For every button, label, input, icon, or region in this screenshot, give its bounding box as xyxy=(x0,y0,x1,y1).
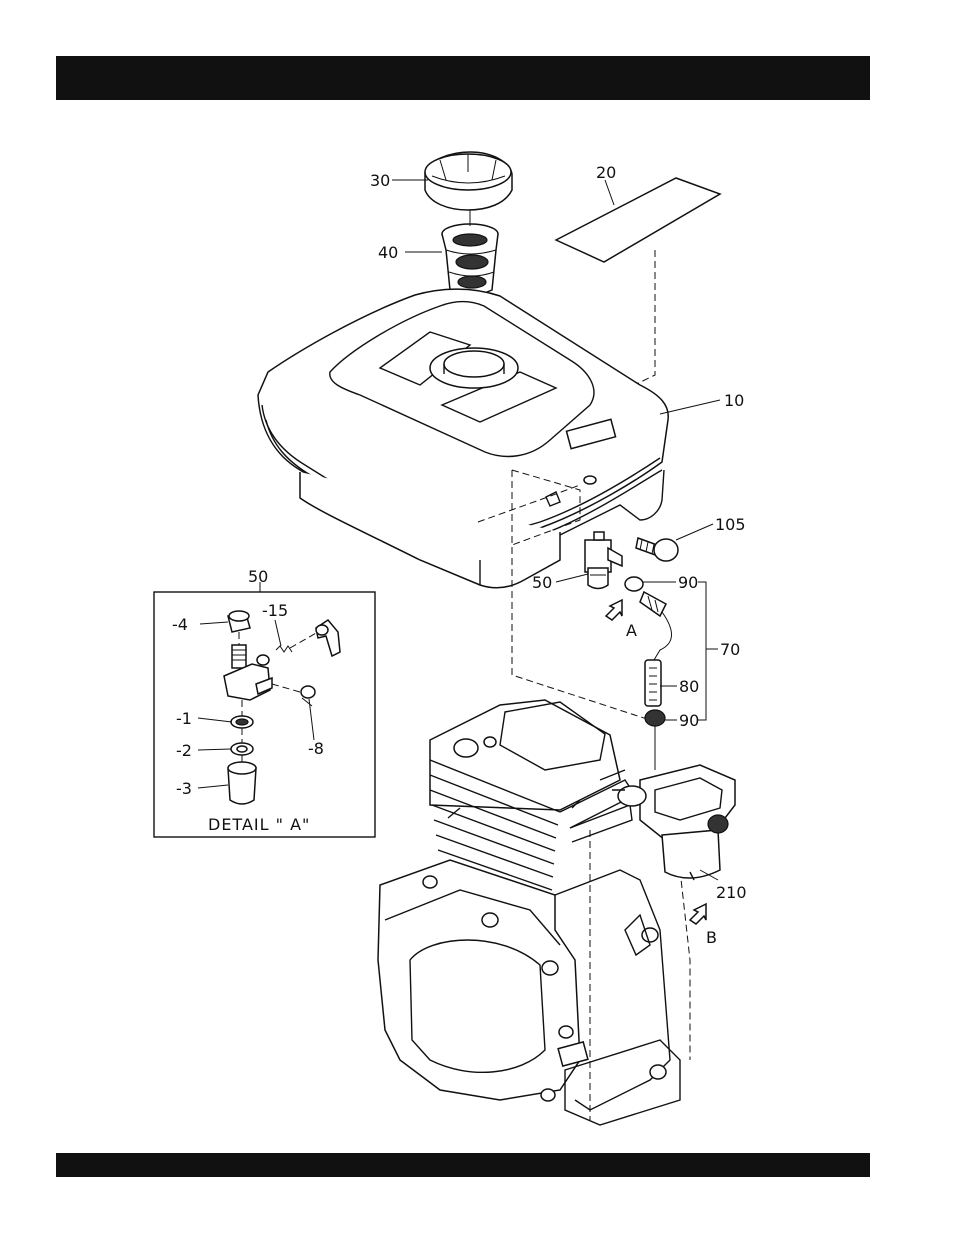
callout-20: 20 xyxy=(596,163,616,182)
callout-210: 210 xyxy=(716,883,747,902)
callout-80: 80 xyxy=(679,677,699,696)
callout-10: 10 xyxy=(724,391,744,410)
callout-105: 105 xyxy=(715,515,746,534)
arrow-b-label: B xyxy=(706,928,717,947)
callout-90-top: 90 xyxy=(678,573,698,592)
mounting-bolt xyxy=(636,538,678,561)
callout-50: 50 xyxy=(532,573,552,592)
detail-callout-15: -15 xyxy=(262,601,288,620)
detail-callout-2: -2 xyxy=(176,741,192,760)
arrow-a-label: A xyxy=(626,621,637,640)
detail-callout-4: -4 xyxy=(172,615,188,634)
detail-callout-3: -3 xyxy=(176,779,192,798)
detail-callout-50: 50 xyxy=(248,567,268,586)
view-arrow-b xyxy=(690,904,706,924)
callout-30: 30 xyxy=(370,171,390,190)
fuel-cap xyxy=(425,152,512,210)
fuel-cock xyxy=(585,532,622,589)
callout-40: 40 xyxy=(378,243,398,262)
view-arrow-a xyxy=(606,600,622,620)
detail-caption: DETAIL " A" xyxy=(208,815,310,834)
detail-callout-1: -1 xyxy=(176,709,192,728)
callout-70: 70 xyxy=(720,640,740,659)
engine-block xyxy=(378,700,690,1125)
fuel-hose-assembly xyxy=(625,577,672,770)
callout-90-bottom: 90 xyxy=(679,711,699,730)
detail-callout-8: -8 xyxy=(308,739,324,758)
